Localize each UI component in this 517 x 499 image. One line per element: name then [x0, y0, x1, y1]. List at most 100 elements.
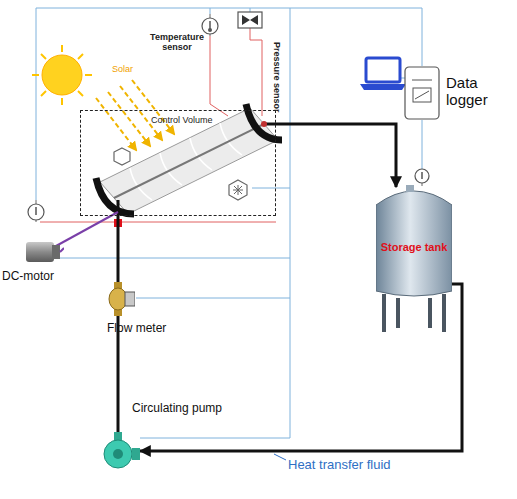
- part-label: Flow meter: [107, 322, 166, 336]
- temperature-sensor-icon: [202, 18, 218, 34]
- pressure-sensor-icon: [242, 15, 258, 25]
- data-logger-shape: [404, 66, 440, 120]
- signal-wire: [422, 120, 423, 170]
- flow-meter: Flow meter: [101, 282, 135, 316]
- tank-leg: [396, 298, 400, 328]
- laptop-icon: [360, 84, 406, 90]
- sensor-icon: [234, 186, 242, 194]
- storage-tank: Storage tank: [376, 183, 452, 298]
- motor-body: [26, 242, 54, 262]
- control-volume: Control Volume: [80, 110, 276, 216]
- signal-wire: [290, 8, 291, 438]
- flow-meter-body: [109, 288, 127, 310]
- thermometer-icon: [422, 170, 423, 186]
- part-label: Data logger: [446, 74, 506, 109]
- circulating-pump: Circulating pump: [96, 432, 140, 470]
- pump-inlet: [132, 448, 140, 460]
- trough-collector: [114, 124, 264, 198]
- signal-wire: [210, 8, 211, 14]
- sensor-label: Pressure sensor: [272, 42, 282, 113]
- motor-flange: [52, 245, 60, 259]
- logger-screen: [415, 91, 429, 99]
- signal-wire: [36, 8, 422, 200]
- tank-body: [376, 191, 452, 296]
- sensor-label: Temperature sensor: [146, 32, 208, 53]
- dc-motor: DC-motor: [22, 236, 64, 268]
- pipe-connector: [140, 284, 462, 451]
- temperature-sensor-icon: [209, 21, 211, 29]
- pipe-connector: [276, 124, 396, 187]
- signal-wire: [140, 438, 290, 439]
- solar-ray: [120, 86, 162, 140]
- trough-collector: [220, 123, 242, 155]
- laptop-icon: [366, 58, 400, 82]
- tank-leg: [384, 294, 444, 332]
- dc-motor-shape: [22, 236, 64, 268]
- solar-ray: [132, 80, 174, 134]
- node-label: Storage tank: [376, 241, 452, 254]
- data-logger: Data logger: [404, 66, 440, 120]
- drive-shaft: [56, 212, 118, 246]
- pump-volute: [104, 440, 132, 468]
- tank-leg: [382, 294, 386, 332]
- sun-icon: [41, 91, 46, 96]
- trough-collector: [96, 104, 282, 216]
- sun-icon: [78, 54, 83, 59]
- leader-line: [274, 454, 286, 460]
- solar-ray: [96, 98, 136, 150]
- trough-collector: [261, 121, 267, 127]
- trough-collector: [96, 178, 134, 214]
- sensor-icon: [229, 180, 247, 200]
- pump-hub: [113, 449, 123, 459]
- sun-icon: [32, 45, 92, 105]
- tank-leg: [442, 294, 446, 332]
- storage-tank-shape: [376, 183, 452, 298]
- logger-line: [412, 80, 432, 81]
- thermometer-icon: [35, 207, 37, 215]
- fluid-label: Heat transfer fluid: [288, 458, 391, 473]
- signal-wire: [60, 258, 290, 259]
- sun-icon: [78, 91, 83, 96]
- thermometer-icon: [28, 204, 44, 220]
- signal-wire: [36, 8, 422, 438]
- sensor-wire: [250, 28, 262, 116]
- logger-screen: [413, 88, 431, 102]
- solar-ray: [108, 92, 150, 146]
- sensor-icon: [114, 148, 130, 165]
- sun-icon: [41, 54, 46, 59]
- circulating-pump-shape: [96, 432, 140, 470]
- part-label: Circulating pump: [132, 402, 222, 416]
- part-label: DC-motor: [2, 270, 54, 284]
- laptop-icon: [360, 58, 406, 90]
- sun-label: Solar: [112, 64, 133, 74]
- thermometer-icon: [28, 169, 429, 222]
- flow-meter-display: [125, 292, 135, 306]
- node-label: Control Volume: [151, 115, 213, 125]
- pressure-sensor-icon: [238, 12, 262, 28]
- signal-wire: [136, 298, 290, 299]
- sun-icon: [61, 45, 63, 52]
- pressure-sensor-icon: [238, 12, 262, 28]
- tank-leg: [428, 298, 432, 328]
- pipe-connector: [117, 216, 120, 282]
- signal-wire: [252, 188, 290, 189]
- sensor-icon: [234, 186, 242, 194]
- sensor-wire: [40, 222, 276, 223]
- sensor-icon: [233, 185, 243, 195]
- thermometer-icon: [415, 169, 429, 183]
- thermometer-icon: [421, 172, 423, 179]
- sensor-icon: [114, 148, 247, 200]
- sun-icon: [32, 45, 92, 105]
- temperature-sensor-icon: [202, 14, 218, 36]
- sun-icon: [61, 98, 63, 105]
- sun-icon: [42, 55, 82, 95]
- tank-nozzle: [406, 185, 414, 192]
- temperature-sensor-icon: [208, 28, 212, 32]
- sun-icon: [85, 74, 92, 76]
- drive-shaft: [60, 248, 64, 252]
- sensor-wire: [210, 36, 228, 116]
- logger-case: [405, 67, 439, 119]
- flow-meter-shape: [101, 282, 135, 316]
